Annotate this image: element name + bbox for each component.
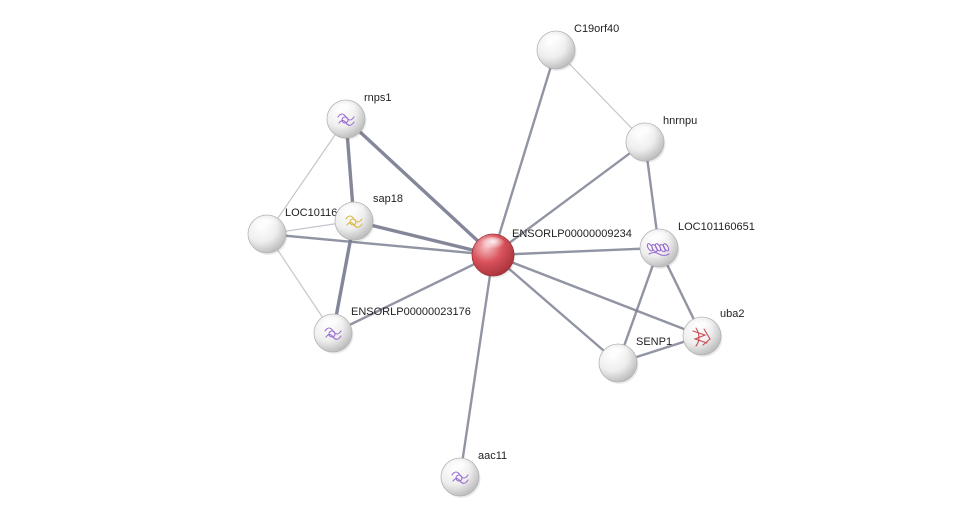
edge-ENSORLP00000009234-LOC101162294[interactable]: [265, 232, 495, 257]
node-highlight: [606, 346, 630, 361]
node-sap18[interactable]: sap18: [334, 193, 403, 242]
node-hnrnpu[interactable]: hnrnpu: [625, 115, 697, 163]
node-ENSORLP00000009234[interactable]: ENSORLP00000009234: [471, 228, 632, 278]
edge-ENSORLP00000009234-hnrnpu[interactable]: [491, 140, 647, 257]
node-SENP1[interactable]: SENP1: [598, 336, 672, 384]
node-uba2[interactable]: uba2: [682, 308, 744, 357]
node-highlight: [334, 102, 358, 117]
edge-LOC101160651-SENP1[interactable]: [616, 246, 661, 365]
edge-C19orf40-hnrnpu[interactable]: [555, 49, 646, 143]
node-highlight: [342, 204, 366, 219]
nodes-layer: ENSORLP00000009234 C19orf40 hnrnpuLOC10116…: [247, 23, 755, 498]
edge-ENSORLP00000009234-C19orf40[interactable]: [491, 48, 558, 257]
node-label-ENSORLP00000009234[interactable]: ENSORLP00000009234: [512, 228, 632, 240]
edge-ENSORLP00000009234-uba2[interactable]: [491, 253, 704, 338]
edge-ENSORLP00000009234-aac11[interactable]: [458, 253, 495, 479]
node-aac11[interactable]: aac11: [440, 450, 507, 498]
node-label-hnrnpu[interactable]: hnrnpu: [663, 115, 697, 127]
node-label-LOC101160651[interactable]: LOC101160651: [678, 221, 755, 233]
node-highlight: [255, 217, 279, 232]
node-highlight: [647, 231, 671, 246]
node-highlight: [633, 125, 657, 140]
node-label-uba2[interactable]: uba2: [720, 308, 744, 320]
edge-LOC101162294-ENSORLP00000023176[interactable]: [266, 233, 334, 334]
edge-ENSORLP00000009234-SENP1[interactable]: [491, 253, 620, 365]
node-label-aac11[interactable]: aac11: [478, 450, 507, 462]
node-highlight: [480, 237, 506, 252]
edge-ENSORLP00000009234-ENSORLP00000023176[interactable]: [331, 253, 495, 335]
node-label-rnps1[interactable]: rnps1: [364, 92, 392, 104]
node-rnps1[interactable]: rnps1: [326, 92, 392, 140]
node-highlight: [690, 319, 714, 334]
edge-ENSORLP00000009234-rnps1[interactable]: [344, 117, 495, 257]
node-label-C19orf40[interactable]: C19orf40: [574, 23, 619, 35]
edge-ENSORLP00000009234-sap18[interactable]: [352, 219, 495, 257]
node-highlight: [448, 460, 472, 475]
node-label-SENP1[interactable]: SENP1: [636, 336, 672, 348]
node-label-sap18[interactable]: sap18: [373, 193, 403, 205]
node-LOC101160651[interactable]: LOC101160651: [639, 221, 755, 269]
node-ENSORLP00000023176[interactable]: ENSORLP00000023176: [313, 306, 471, 354]
node-C19orf40[interactable]: C19orf40: [536, 23, 619, 71]
edge-ENSORLP00000009234-LOC101160651[interactable]: [491, 246, 661, 257]
node-highlight: [544, 33, 568, 48]
node-highlight: [321, 316, 345, 331]
edge-rnps1-LOC101162294[interactable]: [266, 118, 347, 235]
node-label-ENSORLP00000023176[interactable]: ENSORLP00000023176: [351, 306, 471, 318]
